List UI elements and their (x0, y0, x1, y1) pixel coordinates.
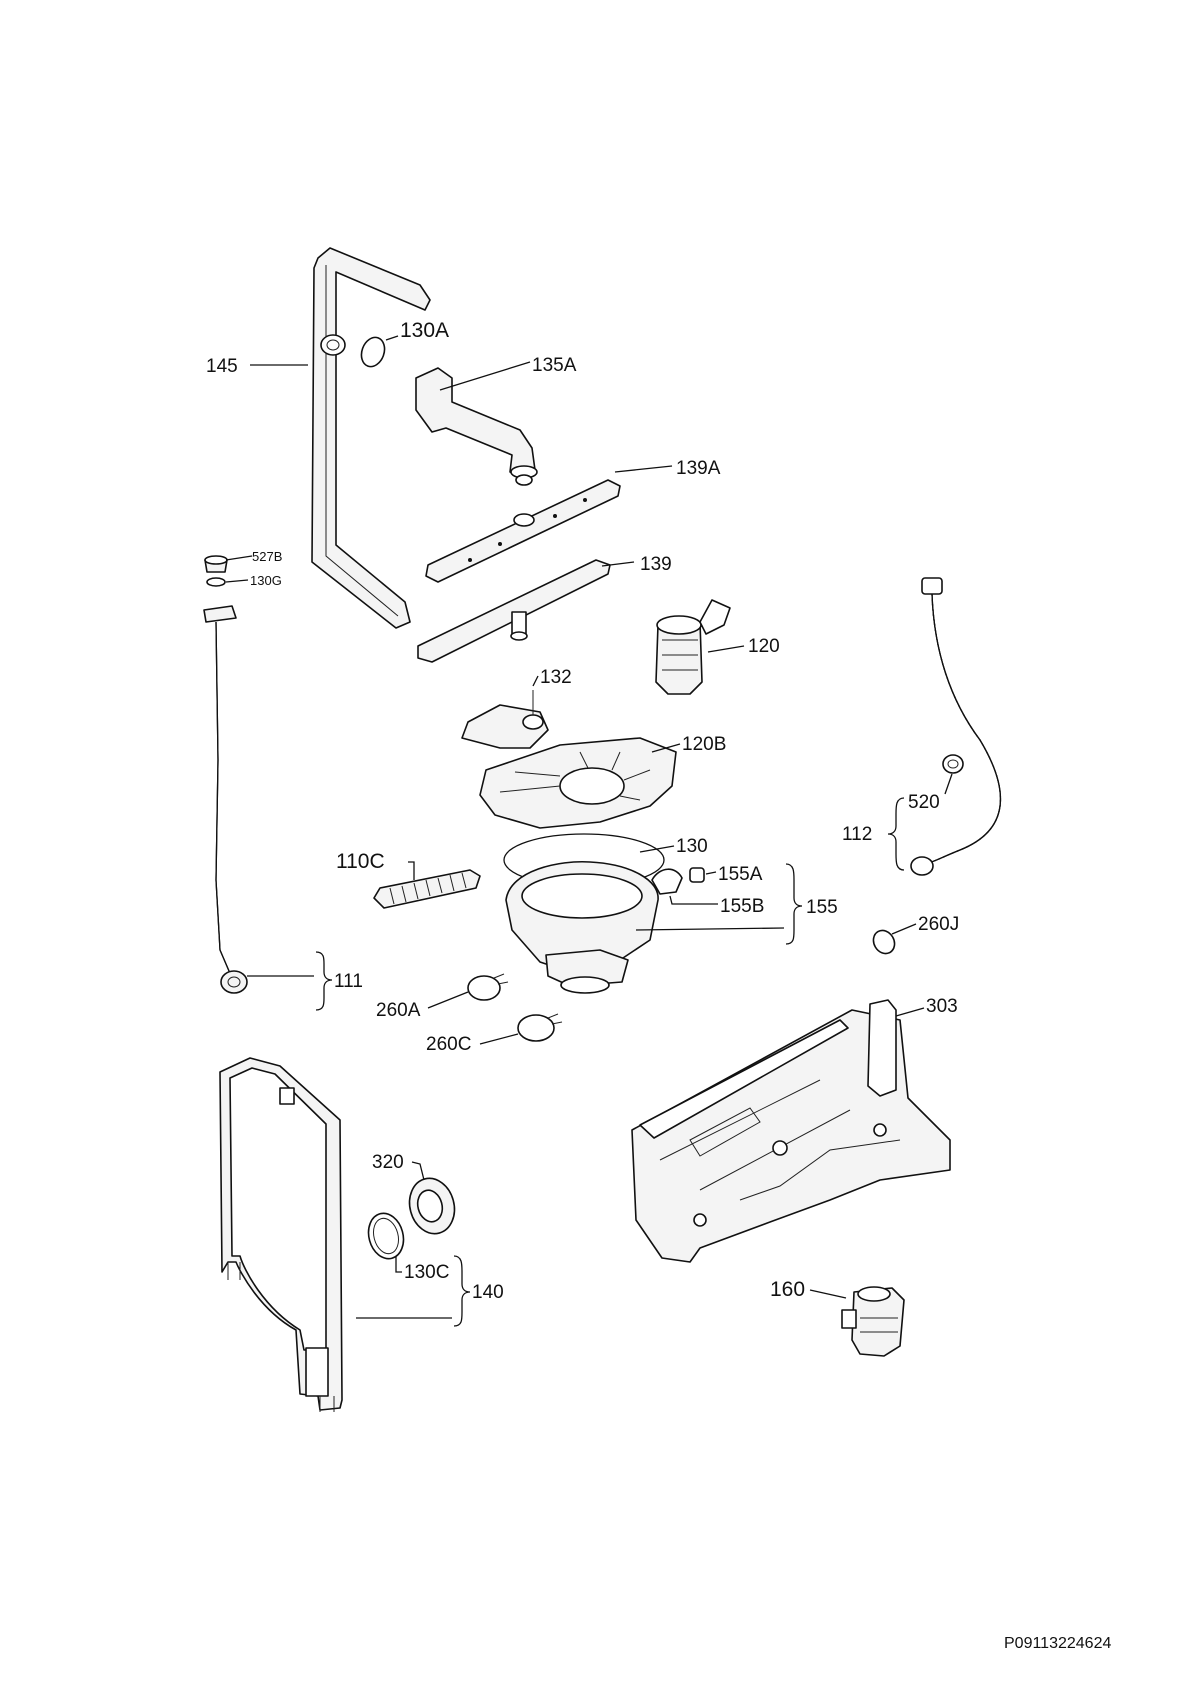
label-139: 139 (640, 554, 672, 575)
label-320: 320 (372, 1152, 404, 1173)
part-112-drain-hose[interactable] (910, 577, 1002, 876)
drawing-code: P09113224624 (1004, 1635, 1111, 1652)
label-260A: 260A (376, 1000, 421, 1021)
label-260J: 260J (918, 914, 959, 935)
part-260J-clamp[interactable] (869, 927, 898, 958)
label-120B: 120B (682, 734, 726, 755)
part-160-pump[interactable] (841, 1286, 905, 1357)
part-135A-upper-arm-pipe[interactable] (415, 367, 538, 486)
label-527B: 527B (252, 549, 282, 564)
label-155A: 155A (718, 864, 763, 885)
part-139A-upper-spray-arm[interactable] (425, 479, 621, 583)
label-130: 130 (676, 836, 708, 857)
label-260C: 260C (426, 1034, 471, 1055)
part-110C-hose[interactable] (373, 869, 481, 909)
label-155: 155 (806, 897, 838, 918)
label-160: 160 (770, 1278, 805, 1301)
part-320-ring[interactable] (404, 1173, 461, 1238)
part-139-lower-spray-arm[interactable] (417, 559, 611, 663)
label-145: 145 (206, 356, 238, 377)
part-130A-o-ring[interactable] (358, 334, 389, 370)
label-130G: 130G (250, 573, 282, 588)
label-139A: 139A (676, 458, 721, 479)
part-130G-seal[interactable] (206, 577, 226, 587)
label-120: 120 (748, 636, 780, 657)
label-520: 520 (908, 792, 940, 813)
label-140: 140 (472, 1282, 504, 1303)
label-110C: 110C (336, 850, 385, 873)
part-260A-clamp[interactable] (467, 973, 509, 1001)
part-120-filter[interactable] (655, 599, 731, 695)
label-135A: 135A (532, 355, 577, 376)
label-130C: 130C (404, 1262, 449, 1283)
braces (315, 797, 905, 1327)
part-155B-fitting[interactable] (651, 868, 683, 895)
part-sump-housing[interactable] (505, 860, 659, 994)
part-130C-seal[interactable] (364, 1209, 409, 1262)
part-120B-filter-plate[interactable] (479, 737, 677, 829)
part-303-base-frame[interactable] (631, 999, 951, 1263)
label-303: 303 (926, 996, 958, 1017)
label-132: 132 (540, 667, 572, 688)
part-145-water-pipe[interactable] (311, 247, 431, 629)
part-260C-clamp[interactable] (517, 1013, 563, 1042)
part-155A-fitting[interactable] (689, 867, 705, 883)
part-520-clip[interactable] (942, 754, 964, 774)
part-527B-cap[interactable] (204, 555, 228, 573)
leader-lines (225, 335, 953, 1319)
part-111-hose[interactable] (203, 605, 248, 994)
label-111: 111 (334, 971, 363, 992)
part-132-valve[interactable] (461, 690, 549, 749)
label-155B: 155B (720, 896, 764, 917)
part-140-side-panel[interactable] (219, 1057, 343, 1412)
label-130A: 130A (400, 319, 449, 342)
label-112: 112 (842, 824, 872, 845)
callout-labels: 145 130A 135A 139A 139 527B 130G 120 132… (206, 319, 1111, 1652)
